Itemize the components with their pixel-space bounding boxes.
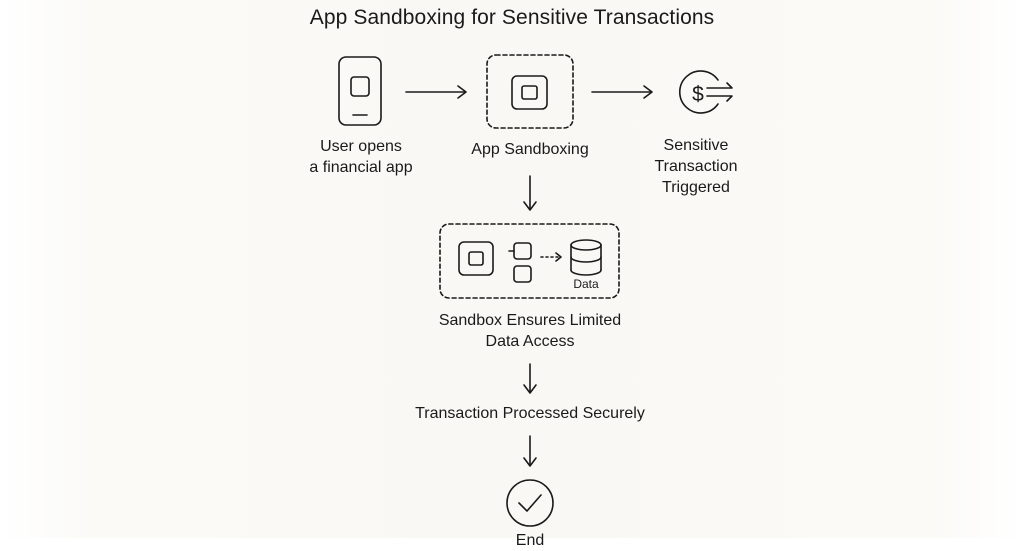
phone-icon <box>338 56 382 126</box>
user-opens-line2: a financial app <box>309 159 413 176</box>
database-icon <box>570 239 602 276</box>
limited-access-box <box>439 223 620 299</box>
limited-access-label: Sandbox Ensures Limited Data Access <box>400 310 660 352</box>
app-sandboxing-label: App Sandboxing <box>471 141 589 158</box>
diagram-graphics: $ <box>338 54 733 527</box>
arrow-user-to-sandbox <box>405 85 467 99</box>
arrow-limited-to-processed <box>523 363 537 394</box>
arrow-sandbox-to-transaction <box>591 85 653 99</box>
sensitive-line2: Transaction <box>654 158 738 175</box>
checkmark-icon <box>506 479 554 527</box>
arrow-sandbox-to-limited <box>523 175 537 211</box>
end-label: End <box>515 532 545 549</box>
sensitive-transaction-label: Sensitive Transaction Triggered <box>628 135 764 198</box>
sensitive-line1: Sensitive <box>663 137 729 154</box>
limited-access-line1: Sandbox Ensures Limited <box>438 312 622 329</box>
limited-access-line2: Data Access <box>485 333 575 350</box>
data-label: Data <box>573 277 599 291</box>
dollar-sign: $ <box>692 83 704 106</box>
sensitive-line3: Triggered <box>662 179 730 196</box>
arrow-processed-to-end <box>523 435 537 467</box>
user-opens-label: User opens a financial app <box>286 136 436 178</box>
user-opens-line1: User opens <box>320 138 402 155</box>
sandbox-app-icon <box>486 54 574 129</box>
processed-label: Transaction Processed Securely <box>415 405 645 422</box>
diagram-title: App Sandboxing for Sensitive Transaction… <box>309 6 715 29</box>
dollar-transfer-icon <box>678 70 733 114</box>
